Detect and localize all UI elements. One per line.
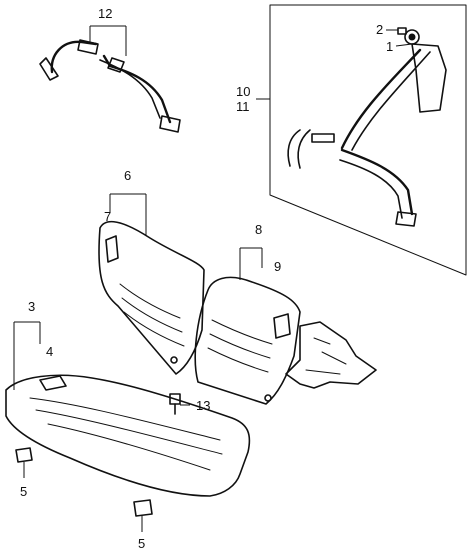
callout-4: 4 (46, 344, 53, 359)
cushion-clip-left (15, 447, 33, 463)
front-seat-belt-assembly (287, 43, 447, 227)
callout-1: 1 (386, 39, 393, 54)
leader-12 (89, 25, 127, 56)
callout-11: 11 (236, 99, 250, 114)
callout-6: 6 (124, 168, 131, 183)
cargo-floor-panel (285, 321, 377, 389)
cushion-clip-right (133, 499, 153, 517)
callout-9: 9 (274, 259, 281, 274)
callout-8: 8 (255, 222, 262, 237)
leader-1 (395, 43, 413, 47)
callout-2: 2 (376, 22, 383, 37)
leader-3-4 (13, 321, 41, 390)
callout-13: 13 (196, 398, 210, 413)
leader-8-9 (239, 247, 263, 280)
callout-12: 12 (98, 6, 112, 21)
rear-seat-back-left (98, 220, 205, 375)
leader-6-7 (109, 193, 147, 236)
seat-belt-inset-frame (269, 4, 467, 276)
callout-7: 7 (104, 209, 111, 224)
callout-10: 10 (236, 84, 250, 99)
rear-seat-back-right (194, 276, 301, 405)
callout-3: 3 (28, 299, 35, 314)
rear-seat-cushion (5, 374, 251, 497)
callout-5b: 5 (138, 536, 145, 551)
belt-anchor-hardware (397, 27, 420, 45)
rear-seat-belt-assembly (39, 39, 181, 133)
callout-5a: 5 (20, 484, 27, 499)
seat-back-bolt (169, 393, 181, 415)
